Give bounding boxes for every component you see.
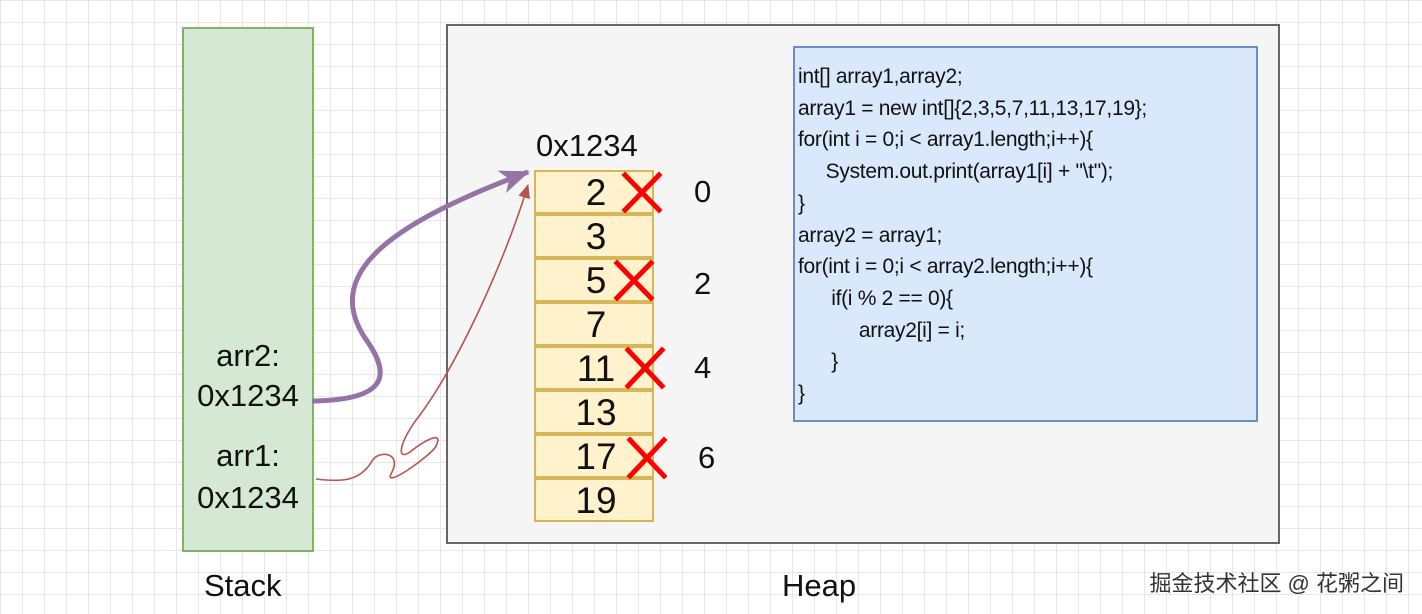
array-cell-6: 17 (534, 434, 654, 478)
cell-value: 13 (575, 392, 617, 433)
array-cell-7: 19 (534, 478, 654, 522)
array-cell-2: 5 (534, 258, 654, 302)
code-line: } (798, 350, 838, 374)
index-label: 2 (694, 266, 712, 301)
code-line: System.out.print(array1[i] + "\t"); (798, 160, 1114, 184)
arr2-value: 0x1234 (197, 378, 299, 413)
cell-value: 3 (585, 216, 607, 257)
arr2-name: arr2: (216, 338, 280, 373)
index-label: 4 (694, 350, 712, 385)
index-label: 6 (698, 440, 716, 475)
code-line: for(int i = 0;i < array2.length;i++){ (798, 255, 1093, 279)
code-line: for(int i = 0;i < array1.length;i++){ (798, 128, 1093, 152)
code-line: if(i % 2 == 0){ (798, 286, 953, 310)
cell-value: 7 (585, 304, 607, 345)
stack-box (182, 27, 314, 552)
code-line: array2[i] = i; (798, 318, 965, 342)
heap-address: 0x1234 (536, 128, 638, 163)
watermark: 掘金技术社区 @ 花粥之间 (1149, 571, 1404, 596)
cell-value: 11 (576, 348, 616, 389)
array-cell-0: 2 (534, 170, 654, 214)
code-box: int[] array1,array2; array1 = new int[]{… (793, 46, 1258, 422)
code-line: int[] array1,array2; (798, 65, 963, 88)
code-line: } (798, 191, 805, 215)
code-line: array1 = new int[]{2,3,5,7,11,13,17,19}; (798, 96, 1147, 120)
array-cell-5: 13 (534, 390, 654, 434)
array-cell-3: 7 (534, 302, 654, 346)
arr1-name: arr1: (216, 438, 280, 473)
heap-label: Heap (782, 568, 857, 603)
array-cell-1: 3 (534, 214, 654, 258)
cell-value: 5 (585, 260, 607, 301)
stack-label: Stack (204, 568, 282, 603)
index-label: 0 (694, 174, 712, 209)
code-line: array2 = array1; (798, 223, 943, 247)
array-cell-4: 11 (534, 346, 654, 390)
cell-value: 17 (575, 436, 617, 477)
code-line: } (798, 382, 805, 406)
cell-value: 2 (585, 172, 607, 213)
cell-value: 19 (575, 480, 617, 521)
arr1-value: 0x1234 (197, 480, 299, 515)
